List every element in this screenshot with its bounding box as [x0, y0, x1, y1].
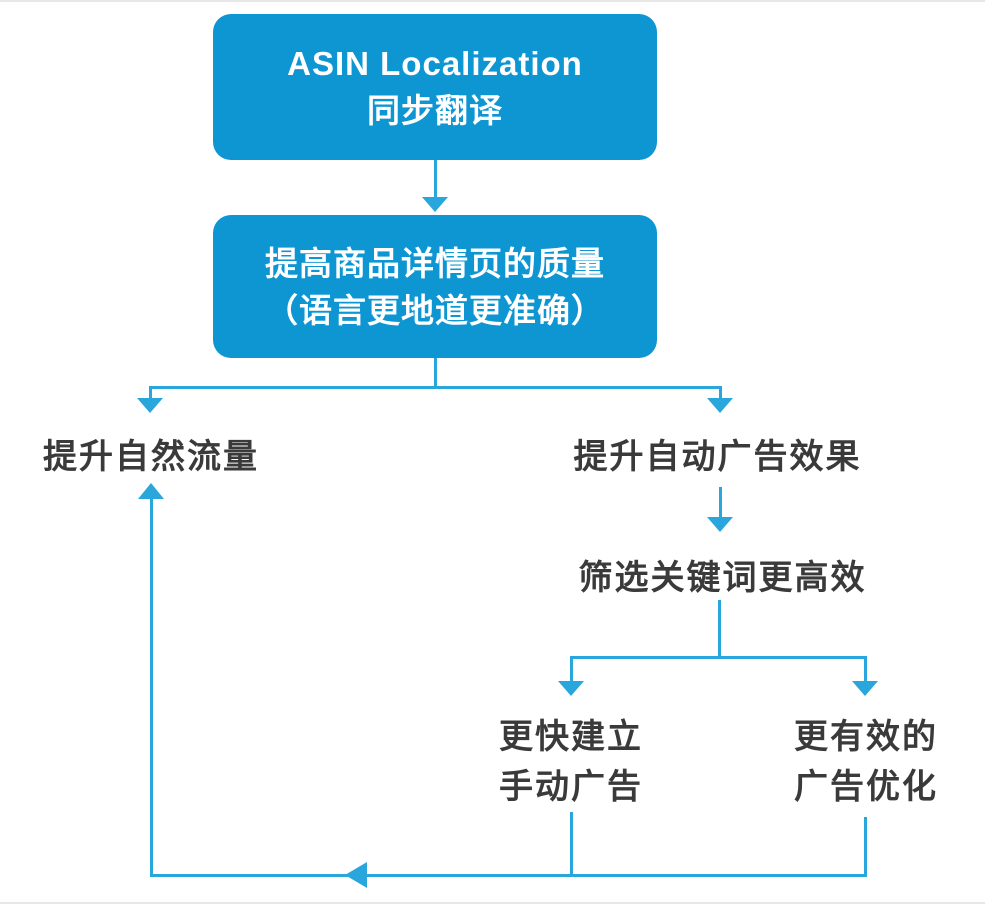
arrow-up-icon	[138, 483, 164, 499]
branch1-right-stub	[719, 386, 722, 400]
top-edge-line	[0, 0, 985, 2]
arrow-left-icon	[345, 862, 367, 888]
label-ads-optimization-line2: 广告优化	[794, 768, 938, 806]
arrow-down-icon	[707, 517, 733, 532]
arrow-down-icon	[137, 398, 163, 413]
branch1-horizontal	[149, 386, 722, 389]
label-ads-optimization: 更有效的 广告优化	[776, 712, 956, 812]
connector-root-to-quality	[434, 160, 437, 198]
connector-quality-stub	[434, 358, 437, 388]
arrow-down-icon	[558, 681, 584, 696]
label-manual-ads: 更快建立 手动广告	[481, 712, 661, 812]
label-organic-traffic: 提升自然流量	[43, 438, 259, 476]
branch2-left-stub	[570, 656, 573, 682]
node-asin-localization-line1: ASIN Localization	[287, 45, 583, 82]
node-detail-page-quality-line1: 提高商品详情页的质量	[265, 244, 605, 282]
label-ads-optimization-line1: 更有效的	[794, 718, 938, 756]
connector-manual-to-bottom	[570, 812, 573, 876]
label-auto-ads-effect: 提升自动广告效果	[573, 438, 862, 476]
connector-keywords-stub	[718, 600, 721, 659]
label-manual-ads-line1: 更快建立	[499, 718, 643, 756]
node-asin-localization: ASIN Localization 同步翻译	[213, 14, 657, 160]
arrow-down-icon	[707, 398, 733, 413]
label-manual-ads-line2: 手动广告	[499, 768, 643, 806]
node-detail-page-quality-line2: （语言更地道更准确）	[265, 291, 605, 329]
arrow-down-icon	[852, 681, 878, 696]
bottom-edge-line	[0, 902, 985, 904]
branch2-right-stub	[864, 656, 867, 682]
label-keyword-filtering: 筛选关键词更高效	[578, 559, 867, 597]
left-loop-vertical	[150, 498, 153, 876]
node-asin-localization-line2: 同步翻译	[367, 92, 503, 129]
bottom-loop-horizontal	[150, 874, 867, 877]
connector-autoads-to-keywords	[719, 487, 722, 518]
connector-optimize-to-bottom	[864, 817, 867, 877]
branch1-left-stub	[149, 386, 152, 400]
arrow-down-icon	[422, 197, 448, 212]
branch2-horizontal	[570, 656, 867, 659]
node-detail-page-quality: 提高商品详情页的质量 （语言更地道更准确）	[213, 215, 657, 358]
